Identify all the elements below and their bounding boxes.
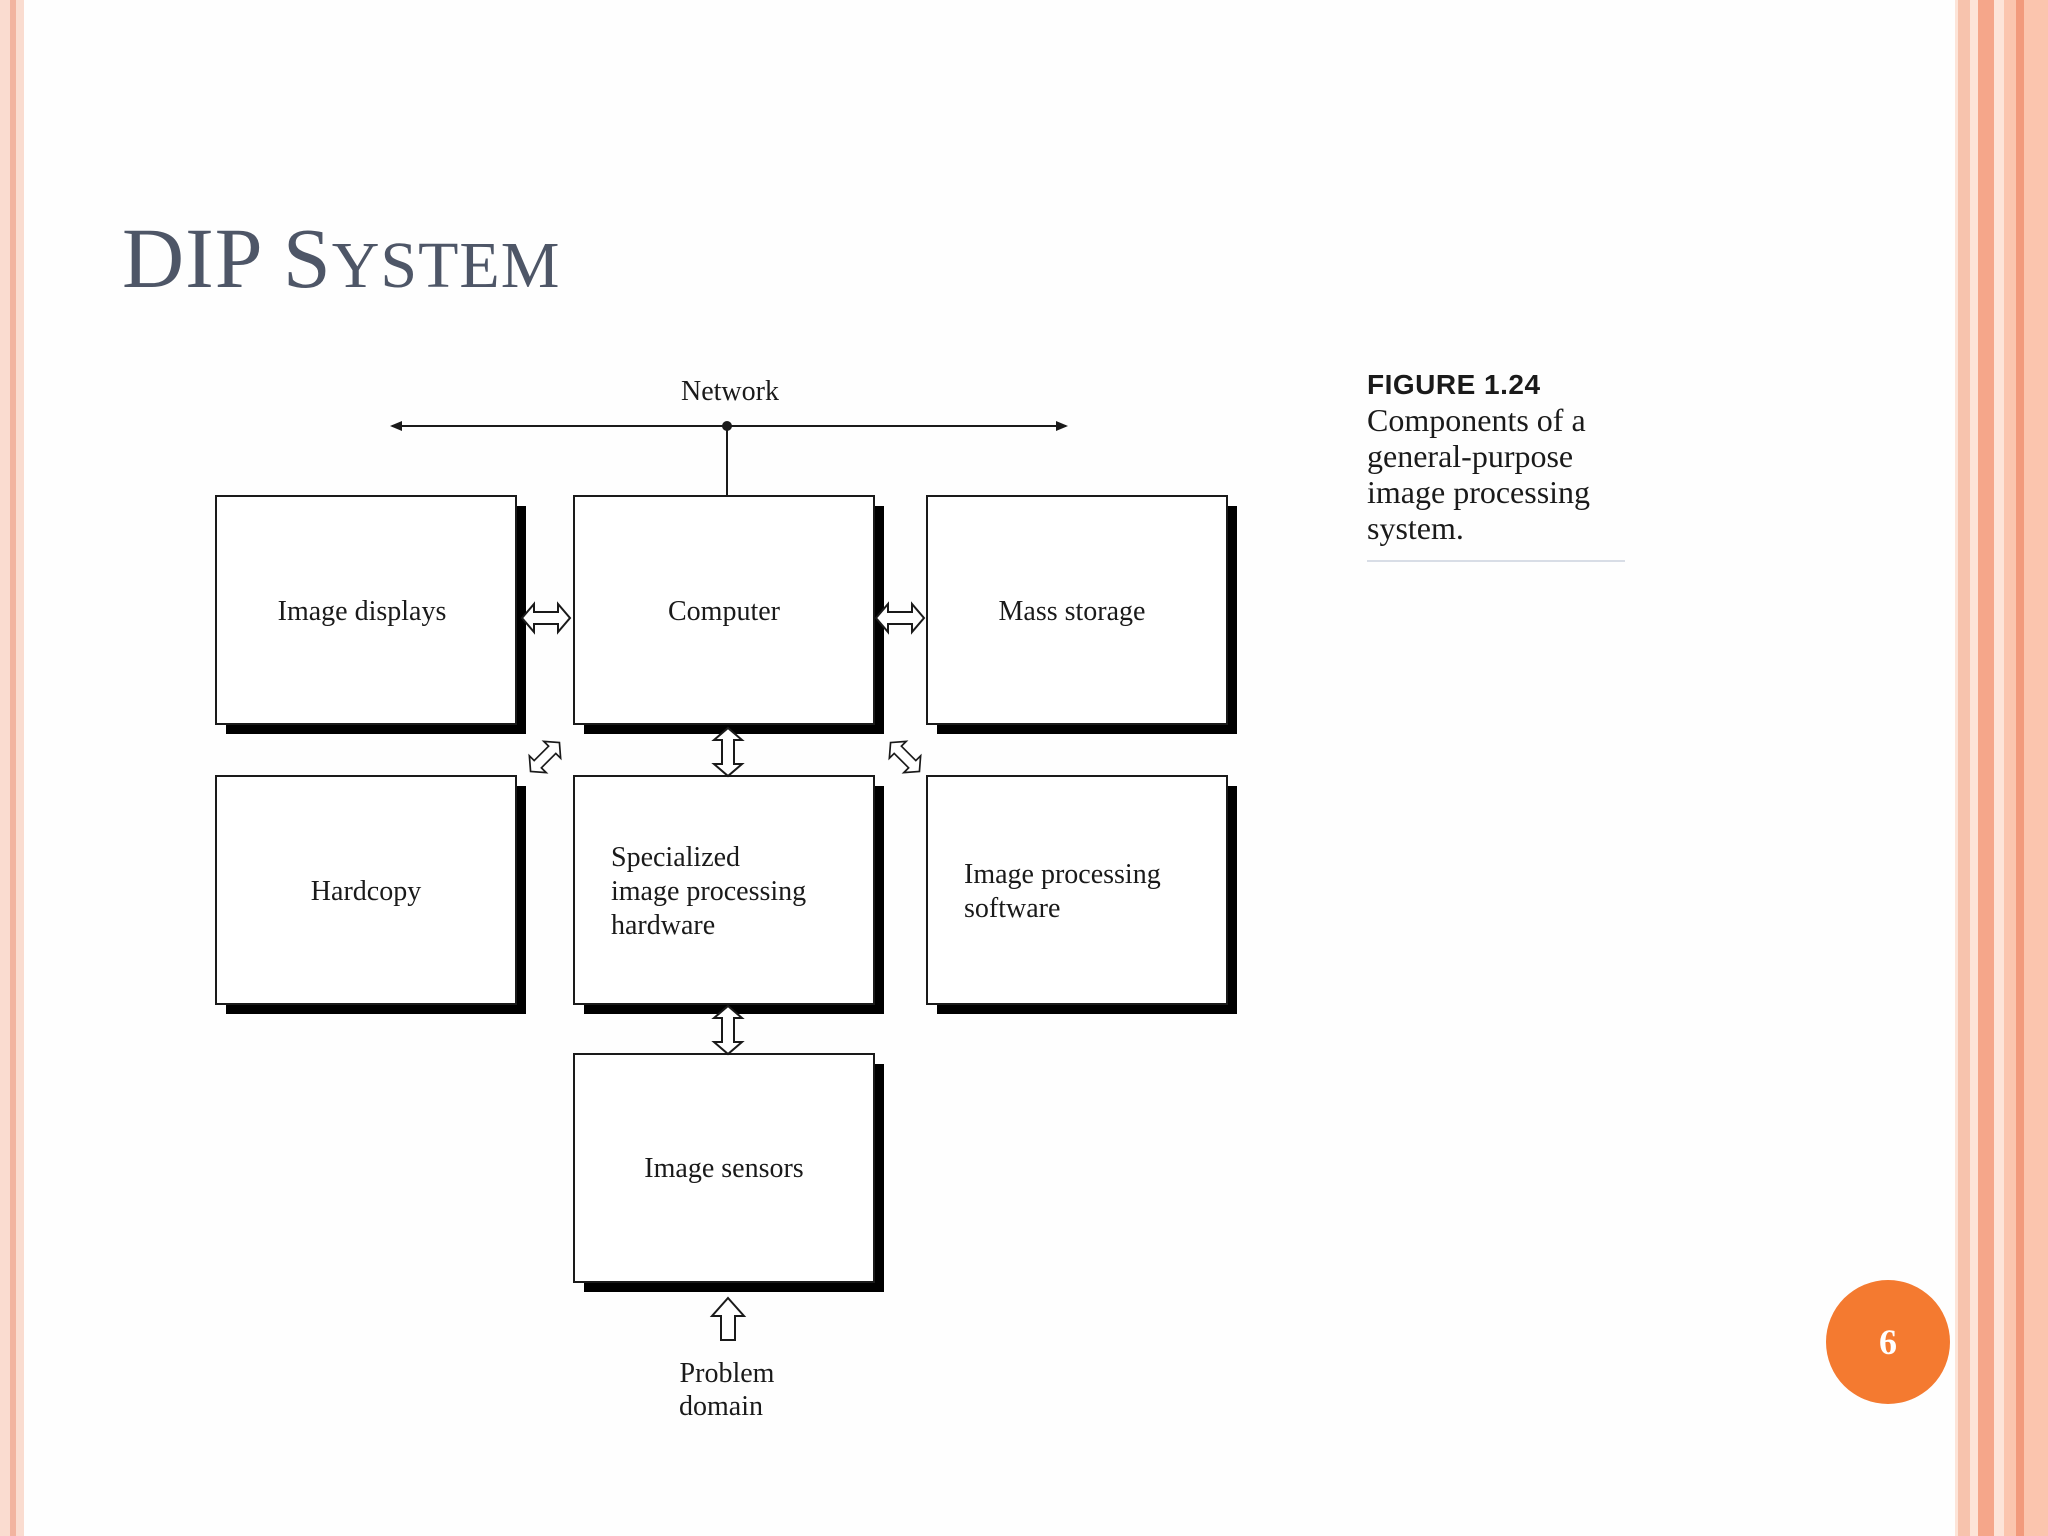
figure-caption-label: FIGURE 1.24: [1367, 369, 1541, 400]
figure-caption-line: Components of a: [1367, 402, 1586, 438]
mass-storage-label: Mass storage: [999, 596, 1146, 627]
network-bus: [390, 421, 1068, 495]
arrow-diagonal-left: [521, 733, 569, 781]
problem-domain-line-1: Problem: [680, 1358, 775, 1389]
caption-divider: [1367, 560, 1625, 562]
box-hardcopy: Hardcopy: [215, 775, 526, 1014]
box-image-sensors: Image sensors: [573, 1053, 884, 1292]
network-label: Network: [681, 376, 779, 407]
right-border-stripe: [1978, 0, 1994, 1536]
arrow-problem-domain-up: [709, 1296, 747, 1341]
image-sensors-label: Image sensors: [644, 1153, 803, 1184]
figure-caption-line: image processing: [1367, 474, 1591, 510]
arrow-hardware-sensors: [713, 1005, 743, 1055]
arrow-computer-storage: [875, 603, 925, 633]
box-ip-software: Image processing software: [926, 775, 1237, 1014]
specialized-hw-line-3: hardware: [611, 910, 715, 941]
hardcopy-label: Hardcopy: [311, 876, 421, 907]
box-computer: Computer: [573, 495, 884, 734]
right-border-stripe: [2004, 0, 2048, 1536]
box-mass-storage: Mass storage: [926, 495, 1237, 734]
ip-software-line-1: Image processing: [964, 859, 1161, 890]
left-border-stripe: [0, 0, 24, 1536]
ip-software-line-2: software: [964, 893, 1060, 924]
arrow-computer-hardware: [713, 727, 743, 777]
arrow-displays-computer: [521, 603, 571, 633]
computer-label: Computer: [668, 596, 781, 627]
image-displays-label: Image displays: [278, 596, 447, 627]
box-image-displays: Image displays: [215, 495, 526, 734]
specialized-hw-line-1: Specialized: [611, 842, 740, 873]
right-border-stripe: [2016, 0, 2024, 1536]
page-number-badge: 6: [1826, 1280, 1950, 1404]
dip-system-diagram: Network Image displays Computer Mass sto…: [215, 376, 1237, 1422]
problem-domain-line-2: domain: [679, 1391, 763, 1422]
slide-title-main: DIP S: [122, 210, 332, 306]
arrow-diagonal-right: [881, 733, 929, 781]
figure-caption-line: system.: [1367, 510, 1464, 546]
figure-caption-line: general-purpose: [1367, 438, 1574, 474]
figure-caption: FIGURE 1.24 Components of a general-purp…: [1367, 368, 1627, 562]
slide-title-smallcaps: YSTEM: [331, 229, 561, 302]
page-number: 6: [1879, 1322, 1897, 1362]
specialized-hw-line-2: image processing: [611, 876, 806, 907]
slide-title: DIP SYSTEM: [122, 208, 560, 308]
right-border-stripe: [1958, 0, 1970, 1536]
box-specialized-hardware: Specialized image processing hardware: [573, 775, 884, 1014]
